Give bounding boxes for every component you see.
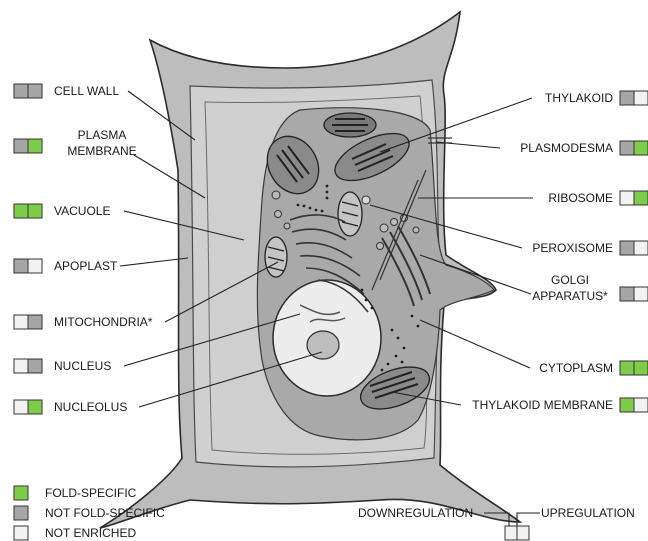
label-thylakoid: THYLAKOID	[545, 91, 648, 105]
right-labels: THYLAKOID PLASMODESMA RIBOSOME PEROXISOME GO…	[472, 91, 648, 412]
plant-cell	[100, 12, 520, 528]
mitochondria-box-down	[14, 315, 28, 329]
nucleus-box-up	[28, 359, 42, 373]
golgi-apparatus-box-up	[634, 287, 648, 301]
legend-label: FOLD-SPECIFIC	[45, 486, 137, 500]
legend-item-fold-specific: FOLD-SPECIFIC	[14, 486, 137, 500]
label-vacuole: VACUOLE	[14, 204, 110, 218]
apoplast-box-down	[14, 259, 28, 273]
plasma-membrane-label-line-1: PLASMA	[78, 128, 127, 142]
legend-label: NOT FOLD-SPECIFIC	[45, 506, 165, 520]
cell-wall-label: CELL WALL	[54, 84, 119, 98]
nucleolus-box-down	[14, 400, 28, 414]
cytoplasm-box-up	[634, 361, 648, 375]
legend-label: NOT ENRICHED	[45, 526, 136, 540]
label-nucleolus: NUCLEOLUS	[14, 400, 127, 414]
chloroplast-top	[324, 113, 376, 137]
cytoplasm-box-down	[620, 361, 634, 375]
peroxisome-box-up	[634, 241, 648, 255]
mitochondria-box-up	[28, 315, 42, 329]
vacuole-box-up	[28, 204, 42, 218]
vacuole-label: VACUOLE	[54, 204, 110, 218]
plasma-membrane-label-line-2: MEMBRANE	[67, 144, 136, 158]
thylakoid-membrane-box-up	[634, 398, 648, 412]
peroxisome-box-down	[620, 241, 634, 255]
plasma-membrane-box-up	[28, 139, 42, 153]
label-peroxisome: PEROXISOME	[532, 241, 648, 255]
thylakoid-label: THYLAKOID	[545, 91, 613, 105]
plasma-membrane-box-down	[14, 139, 28, 153]
cell-wall-box-down	[14, 84, 28, 98]
golgi-apparatus-box-down	[620, 287, 634, 301]
downregulation-label: DOWNREGULATION	[358, 506, 473, 520]
nucleolus-box-up	[28, 400, 42, 414]
plasmodesma-label: PLASMODESMA	[520, 141, 613, 155]
label-plasmodesma: PLASMODESMA	[520, 141, 648, 155]
ribosome-box-down	[620, 191, 634, 205]
legend-swatch	[14, 526, 28, 540]
nucleolus-label: NUCLEOLUS	[54, 400, 127, 414]
label-cytoplasm: CYTOPLASM	[539, 361, 648, 375]
thylakoid-box-up	[634, 91, 648, 105]
nucleus-label: NUCLEUS	[54, 359, 111, 373]
cell-wall-box-up	[28, 84, 42, 98]
cytoplasm-label: CYTOPLASM	[539, 361, 613, 375]
mitochondria-label: MITOCHONDRIA*	[54, 315, 153, 329]
legend-swatch	[14, 506, 28, 520]
peroxisome-label: PEROXISOME	[532, 241, 613, 255]
label-nucleus: NUCLEUS	[14, 359, 111, 373]
upregulation-label: UPREGULATION	[541, 506, 635, 520]
apoplast-label: APOPLAST	[54, 259, 118, 273]
label-cell-wall: CELL WALL	[14, 84, 119, 98]
apoplast-box-up	[28, 259, 42, 273]
nucleus-box-down	[14, 359, 28, 373]
legend: FOLD-SPECIFIC NOT FOLD-SPECIFIC NOT ENRICH…	[14, 486, 165, 540]
label-thylakoid-membrane: THYLAKOID MEMBRANE	[472, 398, 648, 412]
thylakoid-membrane-box-down	[620, 398, 634, 412]
label-plasma-membrane: PLASMA MEMBRANE	[14, 128, 137, 158]
mitochondrion-1	[338, 192, 362, 236]
ribosome-box-up	[634, 191, 648, 205]
legend-swatch	[14, 486, 28, 500]
legend-item-not-enriched: NOT ENRICHED	[14, 526, 136, 540]
vacuole-box-down	[14, 204, 28, 218]
peroxisome-shape	[362, 196, 370, 204]
thylakoid-membrane-label: THYLAKOID MEMBRANE	[472, 398, 613, 412]
label-mitochondria: MITOCHONDRIA*	[14, 315, 153, 329]
label-ribosome: RIBOSOME	[548, 191, 648, 205]
plasmodesma-box-down	[620, 141, 634, 155]
key-box-left	[505, 526, 517, 540]
mitochondrion-2	[265, 237, 287, 277]
thylakoid-box-down	[620, 91, 634, 105]
golgi-apparatus-label-line-1: GOLGI	[551, 273, 589, 287]
ribosome-label: RIBOSOME	[548, 191, 613, 205]
label-apoplast: APOPLAST	[14, 259, 118, 273]
key-box-right	[517, 526, 529, 540]
legend-item-not-fold-specific: NOT FOLD-SPECIFIC	[14, 506, 165, 520]
plasmodesma-box-up	[634, 141, 648, 155]
left-labels: CELL WALL PLASMA MEMBRANE VACUOLE APOPLAST MI…	[14, 84, 153, 414]
golgi-apparatus-label-line-2: APPARATUS*	[532, 289, 608, 303]
label-golgi-apparatus: GOLGI APPARATUS*	[532, 273, 648, 303]
